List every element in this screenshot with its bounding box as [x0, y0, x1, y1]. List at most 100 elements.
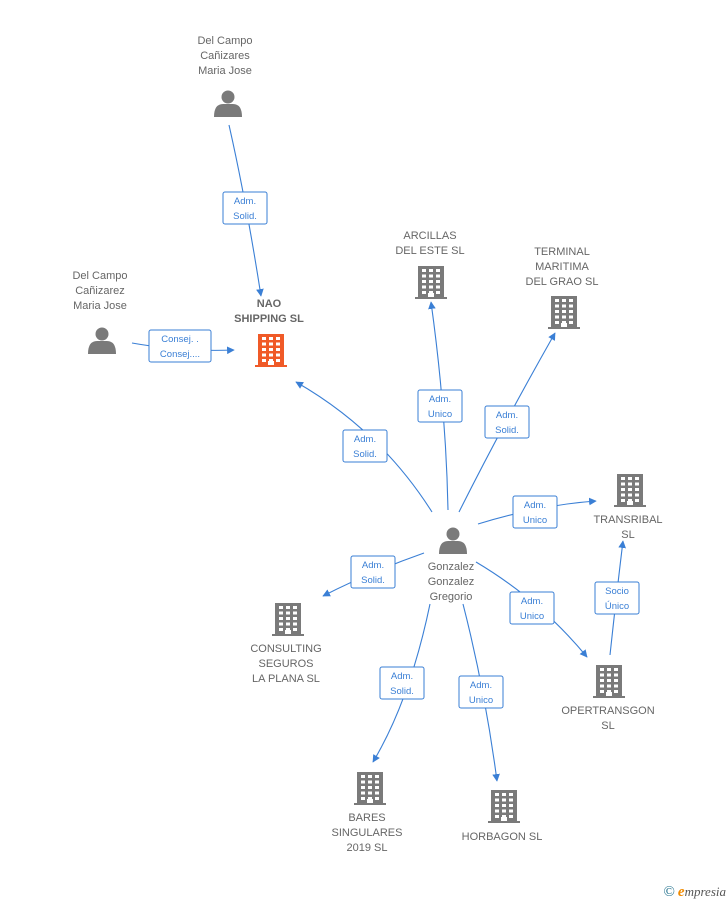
node-label: Maria Jose — [198, 65, 252, 77]
edge-label-box[interactable] — [484, 405, 530, 439]
edge-label-box[interactable] — [148, 329, 212, 363]
edge-label-box[interactable] — [350, 555, 396, 589]
person-icon — [214, 90, 242, 117]
edge-gonzalez-to-arcillas: Adm. Unico — [417, 301, 463, 511]
building-icon — [272, 603, 304, 636]
building-icon — [255, 334, 287, 367]
edge-label-line: Solid. — [495, 425, 519, 436]
building-icon — [614, 474, 646, 507]
edge-label-line: Solid. — [353, 449, 377, 460]
node-arcillas[interactable]: ARCILLAS DEL ESTE SL — [395, 230, 465, 299]
node-label: Gonzalez — [428, 576, 474, 588]
edge-dcm_left-to-nao: Consej. . Consej.... — [131, 329, 235, 363]
building-icon — [415, 266, 447, 299]
person-icon — [439, 527, 467, 554]
edge-label-line: Adm. — [521, 596, 543, 607]
edge-label-line: Unico — [523, 515, 547, 526]
brand-logo-text: mpresia — [684, 884, 726, 899]
building-icon — [593, 665, 625, 698]
edge-label-box[interactable] — [512, 495, 558, 529]
footer: © empresia — [664, 884, 726, 901]
node-transribal[interactable]: TRANSRIBAL SL — [593, 474, 663, 541]
edge-label-box[interactable] — [379, 666, 425, 700]
node-horbagon[interactable]: HORBAGON SL — [462, 790, 543, 843]
edge-label-line: Único — [605, 601, 629, 612]
node-opertransgon[interactable]: OPERTRANSGON SL — [561, 665, 655, 732]
edge-label-line: Adm. — [496, 410, 518, 421]
node-label: ARCILLAS — [403, 230, 456, 242]
node-label: CONSULTING — [250, 643, 321, 655]
copyright-icon: © — [663, 884, 675, 900]
edge-gonzalez-to-terminal: Adm. Solid. — [458, 332, 556, 513]
node-label: SL — [621, 529, 634, 541]
node-label: Gregorio — [430, 591, 473, 603]
node-label: MARITIMA — [535, 261, 589, 273]
node-nao[interactable]: NAO SHIPPING SL — [234, 298, 304, 367]
node-label: Gonzalez — [428, 561, 474, 573]
building-icon — [488, 790, 520, 823]
node-label: TRANSRIBAL — [593, 514, 662, 526]
node-terminal[interactable]: TERMINAL MARITIMA DEL GRAO SL — [526, 246, 599, 329]
building-icon — [548, 296, 580, 329]
edge-label-line: Adm. — [362, 560, 384, 571]
node-label: DEL ESTE SL — [395, 245, 464, 257]
node-label: DEL GRAO SL — [526, 276, 599, 288]
node-label: SEGUROS — [258, 658, 313, 670]
node-label: SL — [601, 720, 614, 732]
edges-layer: Adm.Solid.Consej. .Consej....Adm.Solid.A… — [131, 124, 640, 782]
building-icon — [354, 772, 386, 805]
node-label: OPERTRANSGON — [561, 705, 654, 717]
edge-dcm_top-to-nao: Adm. Solid. — [222, 124, 268, 297]
edge-label-line: Consej. . — [161, 334, 199, 345]
brand-logo[interactable]: empresia — [678, 884, 726, 901]
edge-label-line: Consej.... — [160, 349, 200, 360]
edge-gonzalez-to-consulting: Adm. Solid. — [322, 552, 425, 597]
node-label: BARES — [348, 812, 385, 824]
node-bares[interactable]: BARES SINGULARES 2019 SL — [332, 772, 403, 854]
edge-gonzalez-to-horbagon: Adm. Unico — [458, 603, 504, 782]
node-label: SHIPPING SL — [234, 313, 304, 325]
node-label: Maria Jose — [73, 300, 127, 312]
edge-label-box[interactable] — [509, 591, 555, 625]
edge-label-line: Socio — [605, 586, 629, 597]
node-label: NAO — [257, 298, 282, 310]
edge-label-line: Solid. — [233, 211, 257, 222]
edge-label-box[interactable] — [342, 429, 388, 463]
edge-label-line: Unico — [469, 695, 493, 706]
edge-label-line: Solid. — [361, 575, 385, 586]
node-label: TERMINAL — [534, 246, 590, 258]
node-label: Cañizarez — [75, 285, 125, 297]
node-label: Cañizares — [200, 50, 250, 62]
edge-label-line: Solid. — [390, 686, 414, 697]
edge-gonzalez-to-nao: Adm. Solid. — [295, 381, 433, 513]
edge-label-line: Adm. — [470, 680, 492, 691]
node-label: Del Campo — [197, 35, 252, 47]
edge-label-line: Adm. — [234, 196, 256, 207]
edge-gonzalez-to-transribal: Adm. Unico — [477, 495, 597, 529]
edge-label-box[interactable] — [458, 675, 504, 709]
edge-label-line: Adm. — [524, 500, 546, 511]
edge-gonzalez-to-bares: Adm. Solid. — [372, 603, 431, 763]
edge-label-line: Unico — [428, 409, 452, 420]
edge-label-box[interactable] — [417, 389, 463, 423]
brand-logo-e: e — [677, 884, 685, 900]
edge-gonzalez-to-opertransgon: Adm. Unico — [475, 561, 588, 658]
node-label: LA PLANA SL — [252, 673, 320, 685]
edge-label-line: Adm. — [354, 434, 376, 445]
node-label: HORBAGON SL — [462, 831, 543, 843]
person-icon — [88, 327, 116, 354]
node-consulting[interactable]: CONSULTING SEGUROS LA PLANA SL — [250, 603, 322, 685]
edge-label-line: Adm. — [391, 671, 413, 682]
node-label: 2019 SL — [347, 842, 388, 854]
edge-label-line: Adm. — [429, 394, 451, 405]
edge-label-box[interactable] — [594, 581, 640, 615]
node-label: SINGULARES — [332, 827, 403, 839]
edge-label-box[interactable] — [222, 191, 268, 225]
edge-label-line: Unico — [520, 611, 544, 622]
